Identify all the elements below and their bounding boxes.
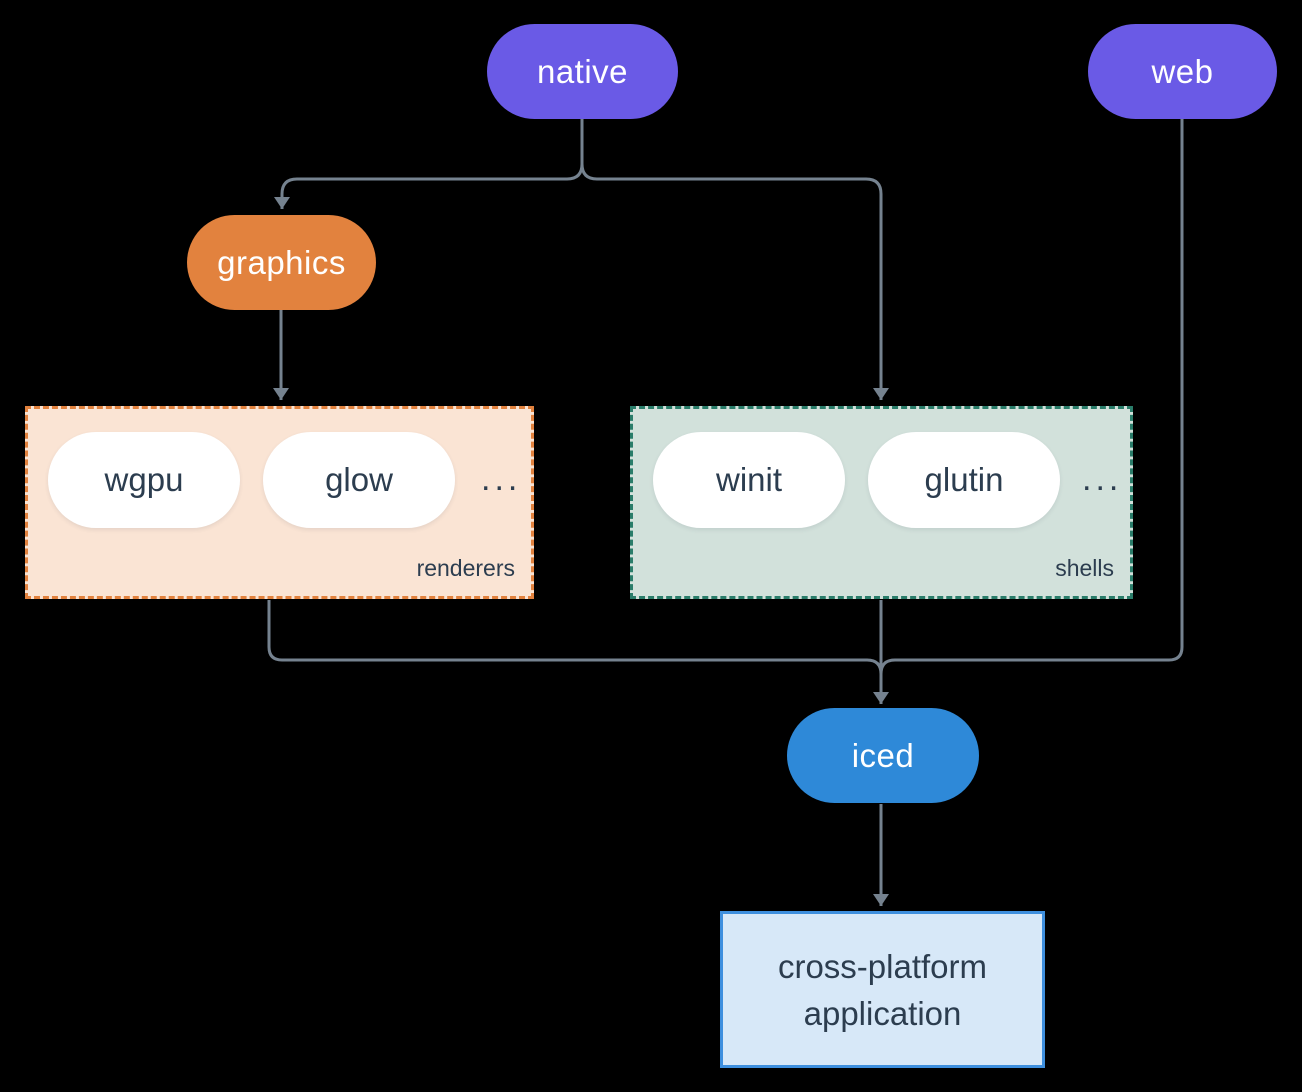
edge-renderers-collector bbox=[267, 600, 883, 675]
node-winit-label: winit bbox=[715, 461, 783, 498]
renderers-ellipsis: ... bbox=[481, 460, 522, 498]
group-shells: winit glutin ... shells bbox=[630, 406, 1133, 599]
shells-group-label: shells bbox=[1055, 555, 1114, 581]
node-glow-label: glow bbox=[325, 461, 393, 498]
node-native: native bbox=[487, 24, 678, 119]
node-cross-platform-application: cross-platform application bbox=[720, 911, 1045, 1068]
node-graphics: graphics bbox=[187, 215, 376, 310]
node-iced-label: iced bbox=[851, 736, 915, 774]
node-native-label: native bbox=[536, 52, 629, 90]
node-web: web bbox=[1088, 24, 1277, 119]
node-winit: winit bbox=[653, 432, 845, 528]
node-glutin-label: glutin bbox=[924, 461, 1004, 498]
node-glow: glow bbox=[263, 432, 455, 528]
node-wgpu: wgpu bbox=[48, 432, 240, 528]
group-renderers: wgpu glow ... renderers bbox=[25, 406, 534, 599]
node-graphics-label: graphics bbox=[217, 243, 346, 281]
edge-web-collector bbox=[879, 119, 1184, 675]
application-label-line1: cross-platform bbox=[777, 947, 988, 985]
renderers-group-label: renderers bbox=[416, 555, 515, 581]
node-iced: iced bbox=[787, 708, 979, 803]
application-label-line2: application bbox=[803, 994, 962, 1032]
edge-native-graphics bbox=[274, 119, 584, 209]
node-glutin: glutin bbox=[868, 432, 1060, 528]
node-web-label: web bbox=[1151, 52, 1214, 90]
edge-native-shells bbox=[580, 119, 889, 400]
node-wgpu-label: wgpu bbox=[104, 461, 184, 498]
shells-ellipsis: ... bbox=[1082, 460, 1123, 498]
